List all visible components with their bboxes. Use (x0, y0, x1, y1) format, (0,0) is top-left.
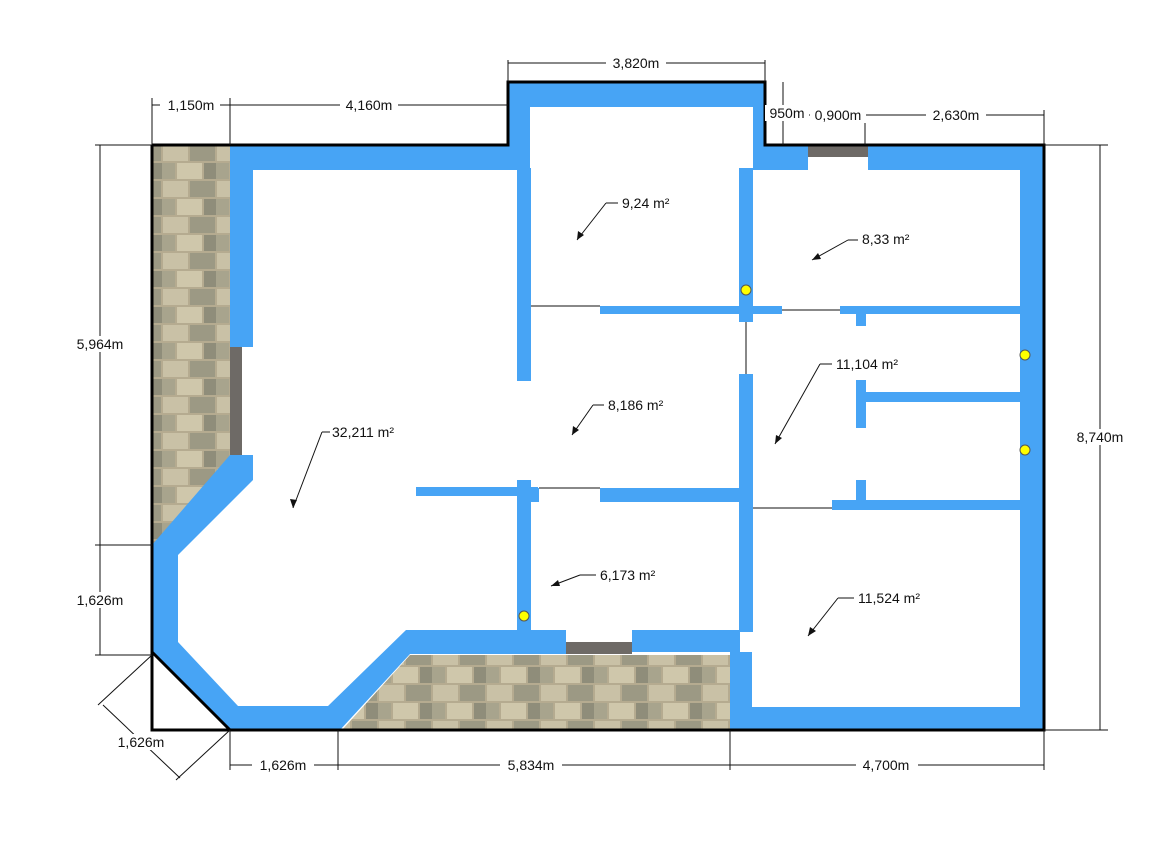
room-top-right: 8,33 m² (811, 231, 910, 261)
area-bottom-right: 11,524 m² (858, 590, 920, 606)
door-lines (531, 305, 840, 509)
interior-walls (416, 168, 1020, 632)
dim-diagonal: 1,626m (118, 734, 165, 750)
outer-walls (152, 82, 1044, 730)
dim-right-total: 8,740m (1077, 429, 1124, 445)
light-icon (1019, 444, 1031, 456)
dimension-labels: 1,150m 4,160m 3,820m 950m 0,900m 2,630m … (70, 55, 1132, 773)
area-living: 32,211 m² (332, 424, 394, 440)
dim-left-upper: 5,964m (77, 336, 124, 352)
area-middle-center: 8,186 m² (608, 397, 664, 413)
dim-left-lower: 1,626m (77, 592, 124, 608)
dim-bottom-3: 4,700m (863, 757, 910, 773)
area-middle-right: 11,104 m² (836, 356, 898, 372)
dim-bump-height: 950m (769, 105, 804, 121)
floor-base (152, 145, 1044, 730)
dim-top-right-1: 0,900m (815, 107, 862, 123)
room-labels: 32,211 m² 9,24 m² 8,33 m² 8,186 m² 11,10… (290, 195, 920, 637)
area-top-right: 8,33 m² (862, 231, 910, 247)
paving-bottom (342, 655, 730, 730)
room-bottom-center: 6,173 m² (550, 567, 656, 587)
room-living: 32,211 m² (290, 424, 394, 509)
door-thresholds (230, 145, 868, 654)
light-icon (518, 610, 530, 622)
dim-top-right-2: 2,630m (933, 107, 980, 123)
dim-top-left-2: 4,160m (346, 97, 393, 113)
paving-left (152, 145, 230, 545)
light-fixtures (518, 284, 1031, 622)
room-middle-center: 8,186 m² (571, 397, 664, 436)
dim-bottom-1: 1,626m (260, 757, 307, 773)
dim-bottom-2: 5,834m (508, 757, 555, 773)
light-icon (740, 284, 752, 296)
room-bottom-right: 11,524 m² (807, 590, 920, 637)
outer-outline (150, 80, 1046, 732)
room-top-center: 9,24 m² (576, 195, 670, 241)
light-icon (1019, 349, 1031, 361)
paving-areas (152, 145, 730, 730)
dim-top-left-1: 1,150m (168, 97, 215, 113)
area-top-center: 9,24 m² (622, 195, 670, 211)
area-bottom-center: 6,173 m² (600, 567, 656, 583)
dim-top-bump: 3,820m (613, 55, 660, 71)
room-middle-right: 11,104 m² (774, 356, 898, 445)
